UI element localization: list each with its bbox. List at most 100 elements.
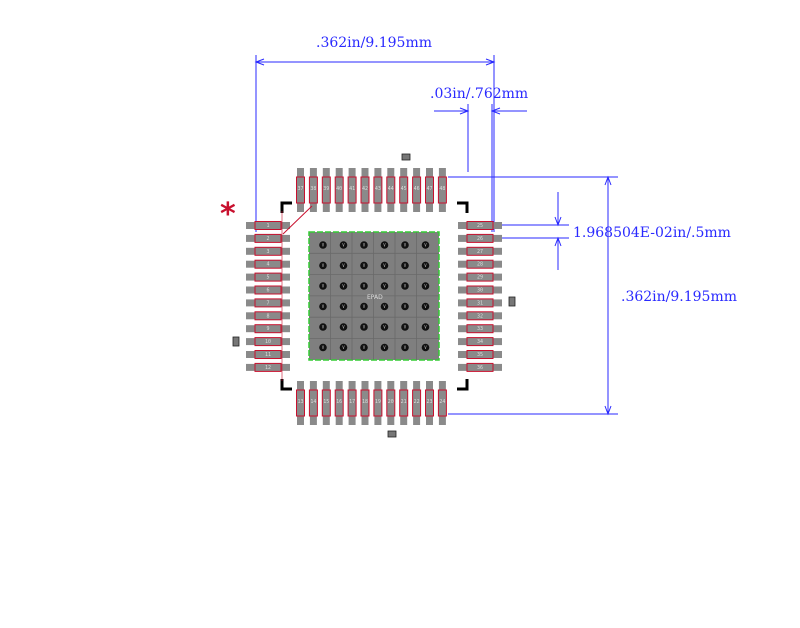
pad-top-45 [399, 176, 409, 204]
dim-pitch-arrow-top [554, 216, 562, 227]
pad-right-35-label: 35 [477, 352, 483, 358]
thermal-via [319, 302, 327, 311]
pad-top-38 [308, 176, 318, 204]
silkscreen-outline [280, 201, 469, 391]
thermal-via [380, 323, 389, 331]
pad-top-43-label: 43 [375, 186, 381, 192]
thermal-via-label: V [322, 345, 325, 350]
pad-top-38-label: 38 [310, 186, 316, 192]
pad-bottom-14 [308, 389, 318, 417]
dim-pin-arrow-right [490, 107, 501, 115]
thermal-via [339, 302, 348, 311]
pad-left-6 [254, 285, 282, 295]
pad-bottom-18-label: 18 [362, 399, 368, 405]
pad-top-37-label: 37 [297, 186, 303, 192]
thermal-via-label: V [342, 243, 345, 248]
pin1-marker: * [220, 197, 236, 232]
silk-corner-4 [457, 379, 469, 391]
pad-right-30-label: 30 [477, 288, 483, 294]
pad-bottom-17-label: 17 [349, 399, 355, 405]
pad-left-9-label: 9 [266, 326, 269, 332]
pad-top-46 [412, 176, 422, 204]
pad-right-33-label: 33 [477, 326, 483, 332]
pad-right-34-label: 34 [477, 339, 483, 345]
pad-bottom-16 [334, 389, 344, 417]
thermal-pad-label: EPAD [367, 294, 383, 301]
thermal-via [421, 282, 430, 290]
pad-top-48-label: 48 [439, 186, 445, 192]
thermal-via-label: V [363, 304, 366, 309]
pad-right-32-label: 32 [477, 313, 483, 319]
thermal-via-label: V [424, 284, 427, 289]
thermal-via [421, 343, 430, 352]
pad-top-44-label: 44 [388, 186, 394, 192]
thermal-via [319, 343, 327, 352]
pad-right-29 [466, 272, 494, 282]
dimension-pin-pitch: 1.968504E-02in/.5mm [573, 225, 731, 241]
pad-left-8-label: 8 [266, 313, 269, 319]
pad-left-3-label: 3 [266, 249, 269, 255]
thermal-via [401, 282, 409, 290]
pad-right-25-label: 25 [477, 223, 483, 229]
thermal-via-label: V [383, 304, 386, 309]
pad-bottom-16-label: 16 [336, 399, 342, 405]
pad-right-28-label: 28 [477, 262, 483, 268]
thermal-via [339, 261, 348, 270]
pad-bottom-18 [360, 389, 370, 417]
thermal-via [380, 261, 389, 270]
pad-bottom-13 [296, 389, 305, 417]
thermal-via [380, 241, 389, 249]
thermal-via-label: V [404, 263, 407, 268]
pad-left-10 [254, 337, 282, 347]
pad-bottom-15-label: 15 [323, 399, 329, 405]
pad-bottom-14-label: 14 [310, 399, 316, 405]
dimension-overall-width: .362in/9.195mm [316, 35, 432, 51]
pad-bottom-23-label: 23 [426, 399, 432, 405]
pad-bottom-21 [399, 389, 409, 417]
pad-right-27-label: 27 [477, 249, 483, 255]
pad-bottom-24 [437, 389, 447, 417]
pad-top-39 [321, 176, 331, 204]
thermal-via [360, 241, 368, 249]
pad-bottom-20 [386, 389, 396, 417]
pad-bottom-24-label: 24 [439, 399, 445, 405]
pad-top-48 [437, 176, 447, 204]
pad-left-2-label: 2 [266, 236, 269, 242]
thermal-via [380, 343, 389, 352]
dim-width-arrow-right [485, 58, 496, 66]
pad-bottom-15 [321, 389, 331, 417]
thermal-via [339, 241, 348, 249]
pad-bottom-22-label: 22 [414, 399, 420, 405]
pad-top-45-label: 45 [401, 186, 407, 192]
pad-top-47 [425, 176, 434, 204]
thermal-via-label: V [424, 304, 427, 309]
pad-right-35 [466, 350, 494, 359]
thermal-via-label: V [322, 263, 325, 268]
pad-right-26 [466, 233, 494, 243]
pad-bottom-13-label: 13 [297, 399, 303, 405]
pad-top-40 [334, 176, 344, 204]
pad-bottom-17 [347, 389, 357, 417]
thermal-via-label: V [404, 345, 407, 350]
pad-left-11-label: 11 [265, 352, 271, 358]
thermal-via [380, 302, 389, 311]
thermal-via-label: V [383, 263, 386, 268]
pad-top-41-label: 41 [349, 186, 355, 192]
pad-left-10-label: 10 [265, 339, 271, 345]
pad-bottom-19-label: 19 [375, 399, 381, 405]
pad-right-27 [466, 246, 494, 256]
thermal-via-label: V [383, 345, 386, 350]
dim-pitch-arrow-bottom [554, 236, 562, 247]
pad-right-36-label: 36 [477, 365, 483, 371]
pad-top-39-label: 39 [323, 186, 329, 192]
pad-left-4-label: 4 [266, 262, 269, 268]
thermal-via-label: V [424, 243, 427, 248]
thermal-via [421, 261, 430, 270]
pad-top-44 [386, 176, 396, 204]
silk-corner-3 [280, 379, 292, 391]
thermal-via [421, 323, 430, 331]
thermal-via [360, 343, 368, 352]
pad-left-1-label: 1 [266, 223, 269, 229]
